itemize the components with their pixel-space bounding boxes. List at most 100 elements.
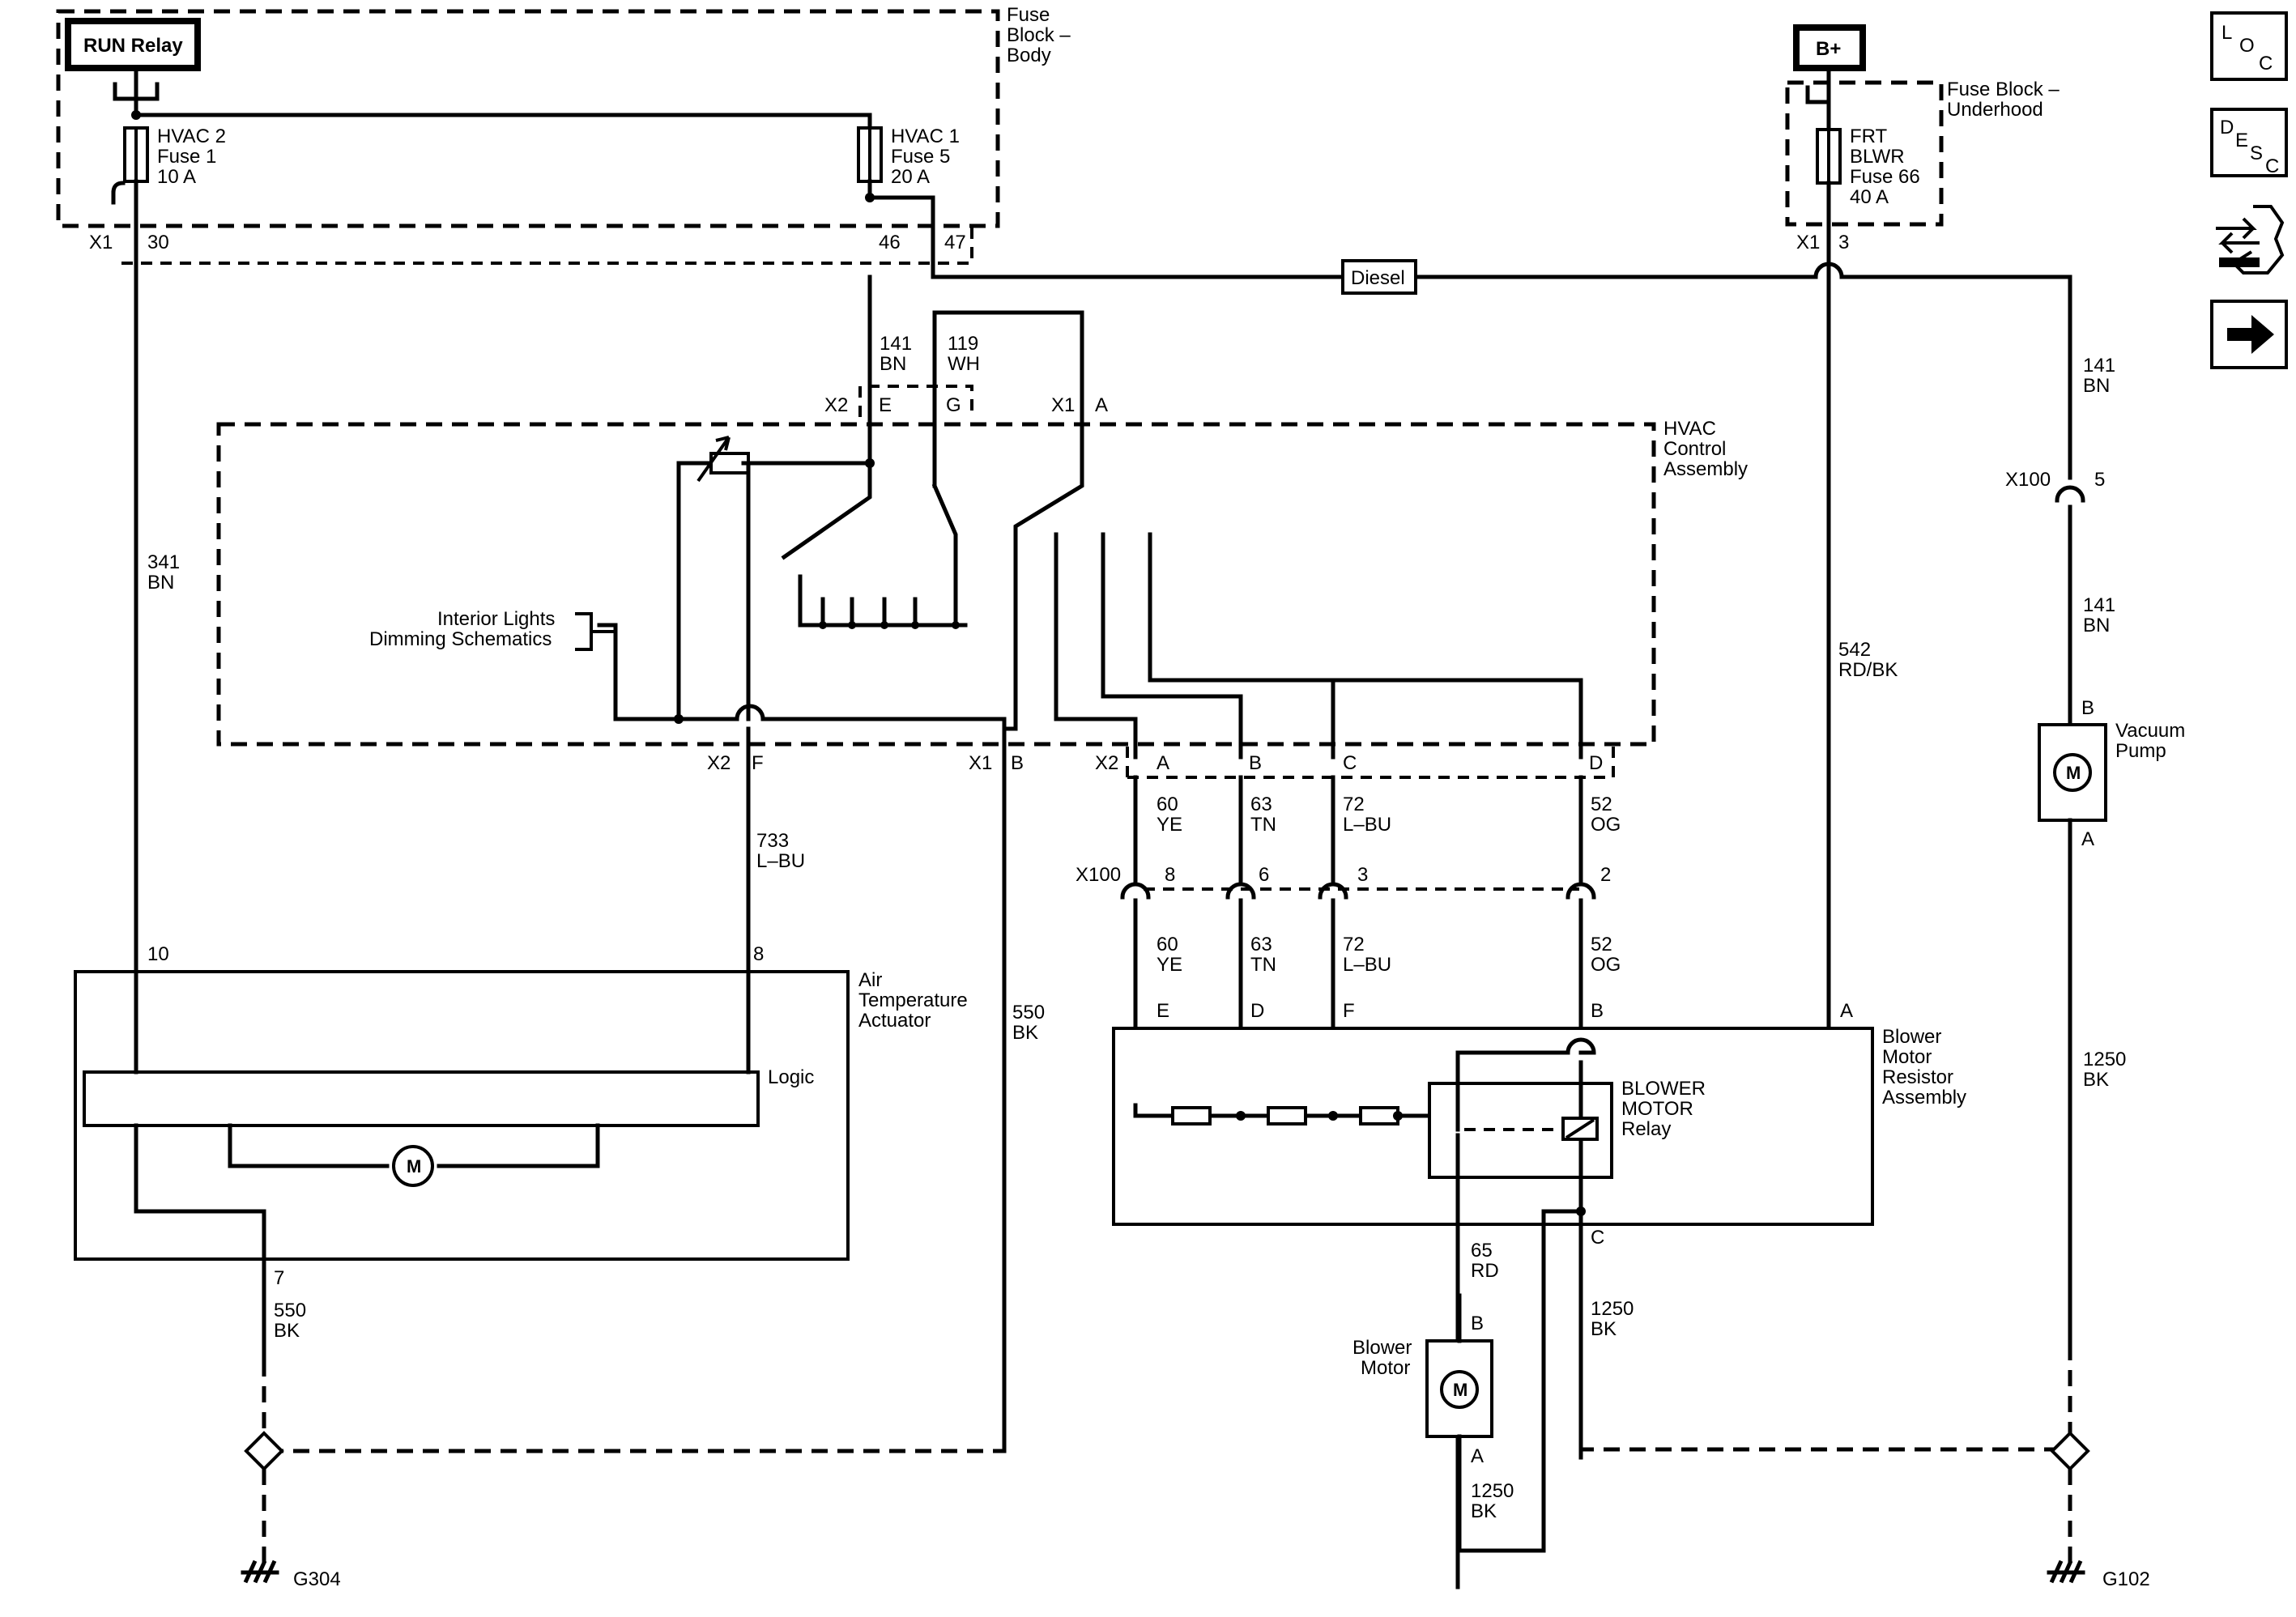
svg-text:Actuator: Actuator [858,1010,931,1032]
wire-65-color: RD [1471,1260,1499,1282]
svg-text:Temperature: Temperature [858,989,968,1011]
resistor-2 [1267,1106,1307,1126]
svg-text:Pump: Pump [2115,740,2166,762]
wrench-arrows-icon[interactable] [2216,205,2285,274]
svg-text:Body: Body [1007,45,1051,66]
run-relay-source: RUN Relay [65,18,201,71]
pin-a-right-label: A [1157,752,1169,774]
wire-63a-circuit: 63 [1250,794,1272,815]
logic-label: Logic [768,1066,814,1088]
pin-b-motor-label: B [1471,1313,1484,1334]
blower-motor-symbol: M [1453,1380,1467,1400]
wire-72b-circuit: 72 [1343,934,1365,955]
wire-65-circuit: 65 [1471,1240,1493,1262]
pin-8-actuator-label: 8 [753,943,764,965]
pin-a-motor-label: A [1471,1445,1484,1467]
wire-63b-color: TN [1250,954,1276,976]
svg-text:Underhood: Underhood [1947,99,2043,121]
b-plus-label: B+ [1816,38,1841,60]
loc-letter-l: L [2221,22,2232,44]
pin-8-x100-label: 8 [1165,864,1175,886]
wire-52b-circuit: 52 [1591,934,1612,955]
svg-text:Block –: Block – [1007,24,1071,46]
actuator-motor-symbol: M [407,1156,421,1177]
wire-733-circuit: 733 [756,830,789,852]
wire-60b-circuit: 60 [1157,934,1178,955]
svg-text:Vacuum: Vacuum [2115,720,2185,742]
wire-72a-circuit: 72 [1343,794,1365,815]
wire-1250a-circuit: 1250 [1591,1298,1634,1320]
svg-text:Interior Lights: Interior Lights [437,608,555,630]
pin-3-label: 3 [1838,232,1849,253]
pin-47-label: 47 [944,232,966,253]
wire-550a-color: BK [274,1320,300,1342]
svg-text:HVAC 2: HVAC 2 [157,126,226,147]
wire-550b-circuit: 550 [1012,1002,1045,1023]
nav-desc-button[interactable]: D E S C [2210,108,2288,177]
pin-c-right-label: C [1343,752,1357,774]
pin-b-pump-label: B [2081,697,2094,719]
svg-text:Fuse Block –: Fuse Block – [1947,79,2060,100]
wire-52b-color: OG [1591,954,1621,976]
pin-6-x100-label: 6 [1259,864,1269,886]
fuse-hvac1-label: HVAC 1 Fuse 5 20 A [891,126,960,188]
hvac-control-assembly-outline [216,422,1656,747]
svg-text:Fuse 66: Fuse 66 [1850,166,1920,188]
wire-1250b-color: BK [1471,1500,1497,1522]
svg-text:MOTOR: MOTOR [1621,1098,1693,1120]
pin-10-label: 10 [147,943,169,965]
ground-g304-icon [241,1560,279,1584]
pin-g-label: G [946,394,961,416]
wire-63b-circuit: 63 [1250,934,1272,955]
diesel-option-tag: Diesel [1341,259,1417,295]
logic-module [83,1070,760,1127]
x2-right-label: X2 [1095,752,1118,774]
wire-119-color: WH [948,353,980,375]
nav-loc-button[interactable]: L O C [2210,11,2288,81]
svg-text:BLWR: BLWR [1850,146,1905,168]
svg-text:Resistor: Resistor [1882,1066,1953,1088]
splice-g304 [244,1431,284,1471]
svg-text:HVAC 1: HVAC 1 [891,126,960,147]
svg-text:Blower: Blower [1882,1026,1941,1048]
fuse-frt-blwr-label: FRT BLWR Fuse 66 40 A [1850,126,1920,208]
wire-60a-circuit: 60 [1157,794,1178,815]
svg-text:Air: Air [858,969,882,991]
fuse-hvac2-label: HVAC 2 Fuse 1 10 A [157,126,226,188]
interior-lights-link[interactable]: Interior Lights Dimming Schematics [369,608,555,650]
pin-d-right-label: D [1589,752,1603,774]
wire-141b-color: BN [2083,375,2110,397]
wire-141c-color: BN [2083,615,2110,636]
svg-text:Fuse 5: Fuse 5 [891,146,950,168]
vacuum-pump-symbol: M [2066,763,2081,783]
fuse-block-underhood-label: Fuse Block – Underhood [1947,79,2060,121]
svg-text:Motor: Motor [1882,1046,1932,1068]
ground-g102-icon [2047,1560,2085,1584]
pin-3-x100-label: 3 [1357,864,1368,886]
svg-text:HVAC: HVAC [1663,418,1716,440]
wire-733-color: L–BU [756,850,805,872]
fuse-block-body-label: Fuse Block – Body [1007,4,1071,66]
wire-550b-color: BK [1012,1022,1038,1044]
run-relay-label: RUN Relay [83,35,183,57]
svg-text:Dimming Schematics: Dimming Schematics [369,628,552,650]
diesel-label: Diesel [1351,267,1405,289]
x2-bottom-label: X2 [707,752,731,774]
pin-30-label: 30 [147,232,169,253]
pin-b-resistor-label: B [1591,1000,1604,1022]
wire-119-circuit: 119 [948,333,978,355]
svg-text:20 A: 20 A [891,166,930,188]
svg-text:Assembly: Assembly [1882,1087,1966,1108]
x1-connector-label: X1 [89,232,113,253]
svg-text:Fuse: Fuse [1007,4,1050,26]
pin-b-right-label: B [1249,752,1262,774]
b-plus-source: B+ [1793,24,1866,71]
wrench-body [2219,257,2260,267]
svg-text:Motor: Motor [1361,1357,1410,1379]
wire-141-e-circuit: 141 [880,333,912,355]
wire-72b-color: L–BU [1343,954,1391,976]
next-page-button[interactable] [2210,300,2288,369]
svg-text:Relay: Relay [1621,1118,1671,1140]
desc-letter-c: C [2265,155,2279,177]
